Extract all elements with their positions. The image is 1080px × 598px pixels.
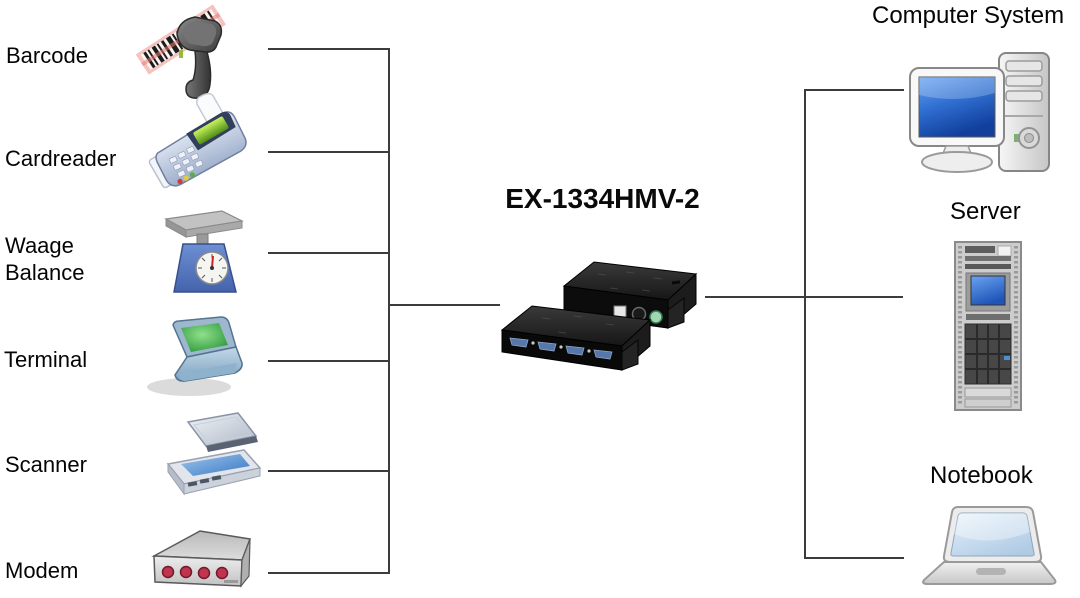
left-device-branch <box>388 304 500 306</box>
connector-scanner <box>268 470 389 472</box>
left-bus-line <box>388 48 390 574</box>
waage-scale-icon <box>150 206 250 296</box>
barcode-scanner-icon <box>135 2 260 112</box>
connector-waage <box>268 252 389 254</box>
db9-ports <box>509 337 613 360</box>
device-front-unit <box>500 305 652 372</box>
computer-system-icon <box>902 48 1057 180</box>
terminal-icon <box>143 315 253 400</box>
label-computer-system: Computer System <box>872 2 1065 29</box>
connector-barcode <box>268 48 389 50</box>
label-scanner: Scanner <box>5 452 87 477</box>
connector-terminal <box>268 360 389 362</box>
connector-modem <box>268 572 389 574</box>
label-barcode: Barcode <box>6 43 88 68</box>
modem-icon <box>146 524 256 594</box>
label-terminal: Terminal <box>4 347 88 372</box>
right-bus-line <box>804 89 806 559</box>
cardreader-icon <box>140 92 260 200</box>
connector-notebook <box>804 557 904 559</box>
connector-cardreader <box>268 151 389 153</box>
ex1334hmv2-device-image <box>498 248 710 373</box>
label-server: Server <box>950 198 1021 225</box>
label-notebook: Notebook <box>930 462 1033 489</box>
label-cardreader: Cardreader <box>5 146 117 171</box>
server-rack-icon <box>950 240 1026 415</box>
device-title: EX-1334HMV-2 <box>505 183 700 214</box>
flatbed-scanner-icon <box>148 410 263 510</box>
notebook-icon <box>918 504 1058 594</box>
connector-computer <box>804 89 904 91</box>
label-waage-balance: Waage Balance <box>5 233 85 285</box>
label-modem: Modem <box>5 558 79 583</box>
